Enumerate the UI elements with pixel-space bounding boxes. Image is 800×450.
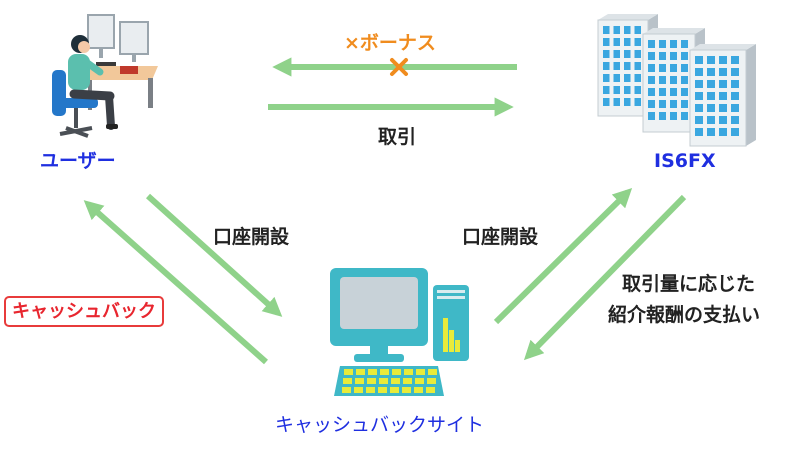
commission-label-line2: 紹介報酬の支払い xyxy=(608,304,761,326)
person-at-desk-icon xyxy=(52,14,158,138)
account-open-left-label: 口座開設 xyxy=(213,226,290,248)
broker-node-label: IS6FX xyxy=(654,150,716,172)
trade-label: 取引 xyxy=(378,126,417,148)
office-buildings-icon xyxy=(597,14,756,147)
desktop-computer-icon xyxy=(330,268,469,396)
bonus-label: ×ボーナス xyxy=(344,32,436,54)
arrow-account-user-to-site xyxy=(145,193,283,317)
account-open-right-label: 口座開設 xyxy=(462,226,539,248)
arrow-cashback-site-to-user xyxy=(83,200,268,365)
commission-label-line1: 取引量に応じた xyxy=(622,273,756,295)
user-node-label: ユーザー xyxy=(40,150,116,172)
cross-mark-icon xyxy=(390,58,408,76)
arrow-account-site-to-broker xyxy=(493,187,633,325)
cashback-badge: キャッシュバック xyxy=(4,296,164,327)
arrow-commission-broker-to-site xyxy=(523,194,687,361)
cashback-site-node-label: キャッシュバックサイト xyxy=(275,414,485,436)
